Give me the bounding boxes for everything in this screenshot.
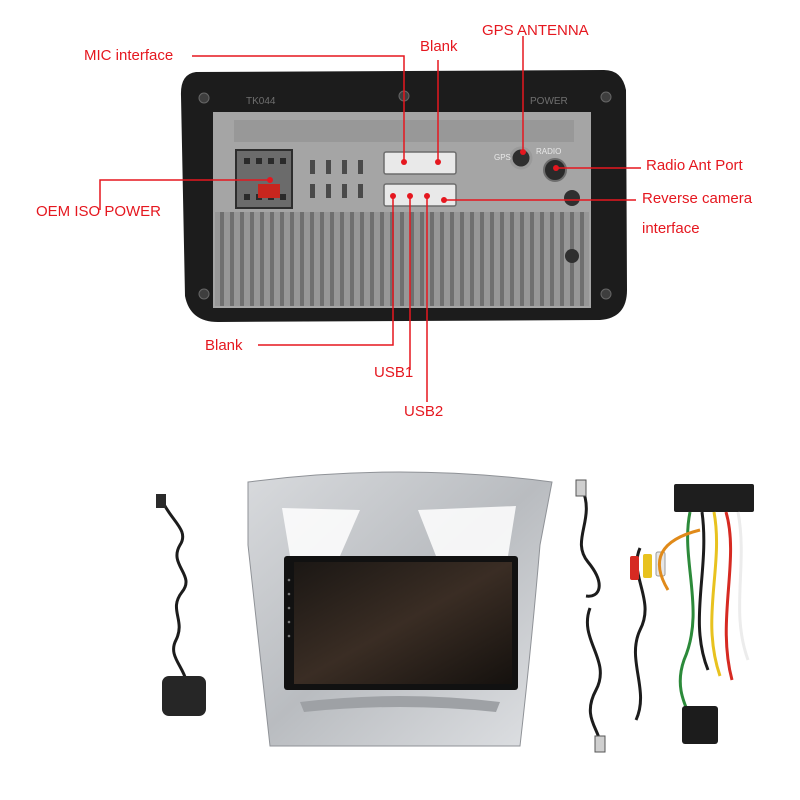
- unit-radio-marking: RADIO: [536, 147, 561, 156]
- usb-cables-accessory: [579, 487, 602, 743]
- label-radio-ant-port: Radio Ant Port: [646, 157, 743, 174]
- unit-model-marking: TK044: [246, 96, 276, 107]
- usb-cable-1: [579, 487, 601, 598]
- iso-power-plug-highlight: [258, 184, 280, 198]
- gps-antenna-cable: [160, 499, 188, 681]
- gps-antenna-puck: [162, 676, 206, 716]
- callout-oem: [99, 179, 270, 210]
- head-unit-rear-view: TK044 POWER GPS RADIO: [180, 70, 628, 322]
- harness-plug-bottom: [682, 706, 718, 744]
- callout-lines: [99, 36, 641, 402]
- connector-upper: [383, 151, 457, 175]
- label-usb2: USB2: [404, 403, 444, 420]
- unit-power-marking: POWER: [530, 96, 568, 107]
- label-blank-top: Blank: [420, 38, 458, 55]
- bezel-lower-vent: [300, 696, 500, 712]
- harness-connector: [674, 484, 754, 512]
- bezel-cutout-right: [418, 506, 516, 556]
- unit-gps-marking: GPS: [494, 153, 511, 162]
- dash-bezel-with-screen: [247, 471, 553, 747]
- usb-cable-2: [585, 607, 602, 743]
- gps-antenna-port: [509, 146, 533, 170]
- label-mic-interface: MIC interface: [84, 47, 174, 64]
- label-gps-antenna: GPS ANTENNA: [482, 22, 589, 39]
- label-blank-bottom: Blank: [205, 337, 243, 354]
- rca-plug-yellow: [643, 554, 652, 578]
- harness-wires: [657, 511, 750, 741]
- label-reverse-camera: Reverse camera: [642, 190, 753, 207]
- connector-lower: [383, 183, 457, 207]
- power-harness-accessory: [657, 484, 754, 744]
- bezel-cutout-left: [282, 508, 360, 556]
- callout-blank-bottom: [258, 196, 394, 346]
- heatsink-fins: [215, 212, 589, 306]
- label-oem-iso-power: OEM ISO POWER: [36, 203, 162, 220]
- callout-mic: [192, 55, 405, 162]
- label-usb1: USB1: [374, 364, 414, 381]
- gps-antenna-connector: [156, 494, 166, 508]
- label-reverse-camera-interface: interface: [642, 220, 700, 237]
- rca-plug-red: [630, 556, 639, 580]
- mid-vent-slots: [310, 160, 363, 198]
- screen-side-buttons: [287, 578, 291, 638]
- reverse-camera-port: [564, 190, 580, 206]
- rca-cable-accessory: [630, 547, 666, 721]
- rear-port-lower: [565, 249, 579, 263]
- usb-plugs: [575, 479, 606, 753]
- head-unit-screen: [294, 562, 512, 684]
- callout-dots: [267, 149, 559, 203]
- gps-antenna-accessory: [156, 494, 206, 716]
